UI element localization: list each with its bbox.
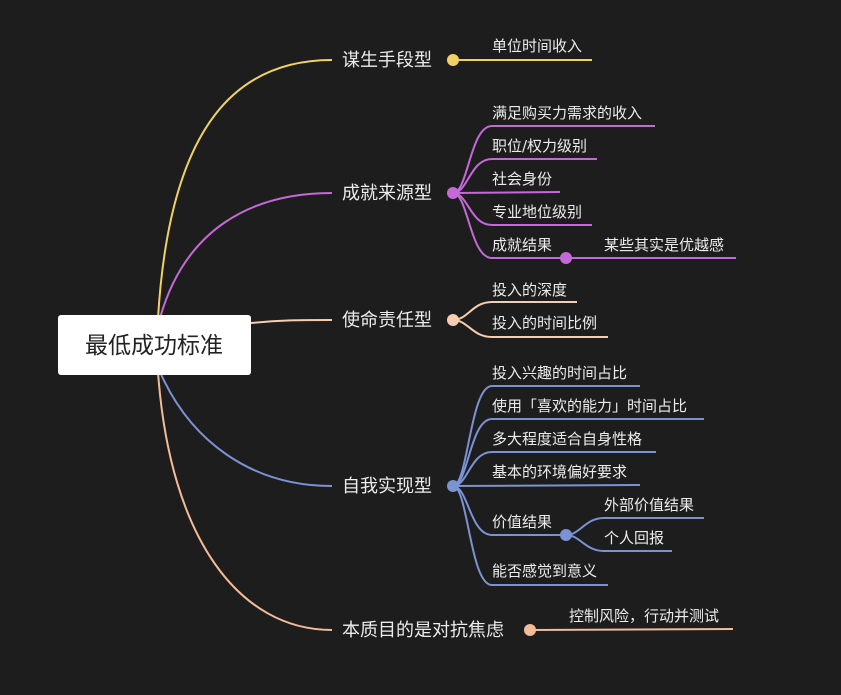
connector-branch-2 — [159, 192, 333, 319]
connector-branch-3 — [250, 319, 333, 324]
branch-shiming[interactable]: 使命责任型 投入的深度 投入的时间比例 — [342, 281, 608, 338]
child-label: 满足购买力需求的收入 — [492, 104, 642, 122]
collapse-dot[interactable] — [447, 480, 459, 492]
child-label: 价值结果 — [492, 513, 552, 531]
child-label: 专业地位级别 — [492, 203, 582, 221]
child-label: 投入的深度 — [492, 281, 567, 299]
branch-benzhi[interactable]: 本质目的是对抗焦虑 控制风险，行动并测试 — [342, 607, 734, 641]
branch-ziwo[interactable]: 自我实现型 投入兴趣的时间占比 使用「喜欢的能力」时间占比 多大程度适合自身性格… — [342, 364, 704, 586]
branch-label: 使命责任型 — [342, 310, 432, 331]
connector-branch-1 — [157, 59, 333, 319]
child-label: 成就结果 — [492, 236, 552, 254]
collapse-dot[interactable] — [560, 529, 572, 541]
child-label: 使用「喜欢的能力」时间占比 — [492, 397, 687, 415]
connector-branch-5 — [157, 371, 333, 631]
child-label: 职位/权力级别 — [492, 137, 587, 155]
child-label: 投入兴趣的时间占比 — [492, 364, 627, 382]
collapse-dot[interactable] — [447, 54, 459, 66]
branch-label: 本质目的是对抗焦虑 — [342, 620, 504, 641]
branch-label: 自我实现型 — [342, 476, 432, 497]
collapse-dot[interactable] — [524, 624, 536, 636]
branch-chengjiu[interactable]: 成就来源型 满足购买力需求的收入 职位/权力级别 社会身份 专业地位级别 成就结… — [342, 104, 736, 264]
child-label: 基本的环境偏好要求 — [492, 463, 627, 481]
sub-child-label: 外部价值结果 — [604, 496, 694, 514]
root-label: 最低成功标准 — [85, 333, 223, 359]
connector-branch-4 — [159, 371, 333, 487]
sub-child-label: 某些其实是优越感 — [604, 236, 724, 254]
root-node[interactable]: 最低成功标准 — [58, 315, 251, 375]
collapse-dot[interactable] — [560, 252, 572, 264]
sub-child-label: 个人回报 — [604, 529, 664, 547]
child-label: 单位时间收入 — [492, 37, 582, 55]
branch-label: 谋生手段型 — [342, 50, 432, 71]
child-label: 社会身份 — [492, 170, 552, 188]
child-label: 控制风险，行动并测试 — [569, 607, 719, 625]
branch-label: 成就来源型 — [342, 183, 432, 204]
child-label: 多大程度适合自身性格 — [492, 430, 642, 448]
collapse-dot[interactable] — [447, 187, 459, 199]
child-label: 能否感觉到意义 — [492, 562, 597, 580]
collapse-dot[interactable] — [447, 314, 459, 326]
branch-mousheng[interactable]: 谋生手段型 单位时间收入 — [342, 37, 592, 71]
child-label: 投入的时间比例 — [492, 314, 597, 332]
